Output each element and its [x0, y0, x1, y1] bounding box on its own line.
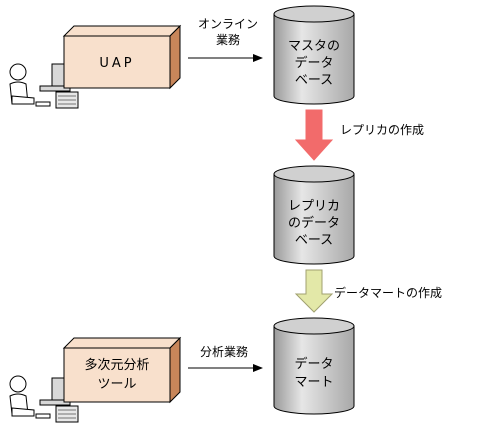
user-terminal-icon: [9, 63, 79, 109]
master-db-line3: ベース: [295, 73, 333, 88]
online-label-line1: オンライン: [198, 17, 258, 31]
master-db-line2: データ: [294, 55, 333, 71]
replica-creation-arrow: レプリカの作成: [294, 109, 424, 161]
mart-creation-arrow: データマートの作成: [294, 269, 442, 313]
analysis-box-line2: ツール: [97, 377, 136, 392]
data-mart-cylinder: データ マート: [273, 317, 355, 415]
replica-creation-label: レプリカの作成: [340, 123, 424, 137]
mart-db-line1: データ: [294, 356, 333, 372]
analysis-tool-box: 多次元分析 ツール: [62, 336, 182, 404]
master-db-line1: マスタの: [288, 39, 340, 54]
replica-database-cylinder: レプリカ のデータ ベース: [273, 165, 355, 265]
mart-creation-label: データマートの作成: [334, 285, 442, 300]
master-database-cylinder: マスタの データ ベース: [273, 5, 355, 105]
analysis-business-arrow: 分析業務: [188, 345, 263, 372]
analysis-box-line1: 多次元分析: [84, 357, 149, 373]
replica-db-line1: レプリカ: [288, 199, 340, 214]
online-business-arrow: オンライン 業務: [188, 17, 263, 62]
replica-db-line2: のデータ: [288, 215, 340, 231]
analysis-business-label: 分析業務: [200, 345, 248, 359]
mart-db-line2: マート: [294, 375, 333, 390]
uap-label: UAP: [99, 56, 134, 71]
online-label-line2: 業務: [216, 33, 240, 47]
replica-db-line3: ベース: [295, 233, 333, 248]
analyst-terminal-icon: [9, 375, 79, 423]
uap-box: UAP: [62, 24, 182, 90]
